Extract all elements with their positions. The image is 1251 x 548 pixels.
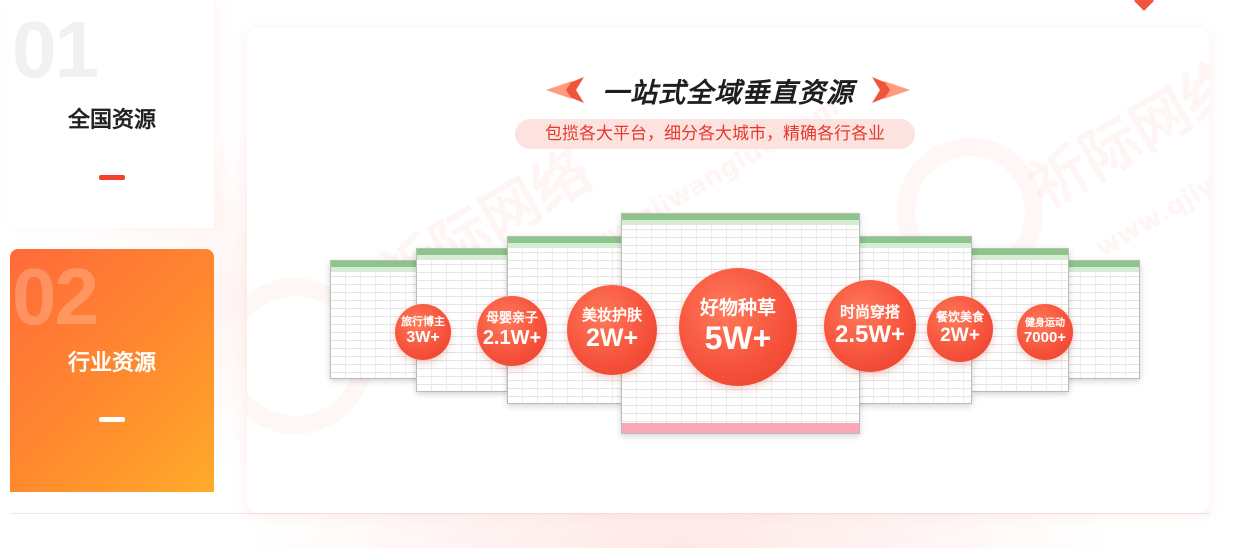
category-label: 好物种草 bbox=[699, 296, 776, 319]
category-label: 时尚穿搭 bbox=[839, 302, 900, 321]
spreadsheet-thumbnail bbox=[1065, 260, 1140, 379]
tab-indicator bbox=[99, 175, 125, 180]
category-bubble-food: 餐饮美食 2W+ bbox=[927, 296, 993, 362]
resource-showcase-card: 祈际网络 祈际网络 www.qjiwangluo.com www.qjiwang… bbox=[247, 28, 1209, 513]
tab-label: 全国资源 bbox=[67, 108, 156, 133]
tab-number: 01 bbox=[12, 5, 99, 94]
title-row: 一站式全域垂直资源 bbox=[247, 70, 1209, 110]
category-bubble-parenting: 母婴亲子 2.1W+ bbox=[477, 296, 547, 366]
arrow-right-icon bbox=[872, 77, 910, 103]
divider bbox=[10, 513, 1210, 514]
category-label: 健身运动 bbox=[1025, 317, 1065, 329]
tab-industry-resources[interactable]: 02 行业资源 bbox=[10, 249, 214, 492]
category-bubble-fitness: 健身运动 7000+ bbox=[1017, 304, 1073, 360]
category-value: 2.5W+ bbox=[834, 320, 906, 348]
category-label: 母婴亲子 bbox=[485, 311, 538, 327]
category-bubble-goods: 好物种草 5W+ bbox=[679, 268, 797, 386]
card-title: 一站式全域垂直资源 bbox=[602, 77, 854, 109]
category-label: 美妆护肤 bbox=[581, 306, 642, 324]
category-label: 餐饮美食 bbox=[935, 310, 984, 325]
category-value: 5W+ bbox=[704, 319, 772, 356]
category-value: 2W+ bbox=[940, 324, 980, 346]
category-value: 2.1W+ bbox=[482, 326, 542, 349]
category-bubble-travel: 旅行博主 3W+ bbox=[395, 304, 451, 360]
category-value: 2W+ bbox=[585, 324, 639, 353]
tab-number: 02 bbox=[12, 252, 99, 341]
category-value: 3W+ bbox=[406, 329, 440, 347]
category-label: 旅行博主 bbox=[401, 315, 445, 329]
category-bubble-beauty: 美妆护肤 2W+ bbox=[567, 285, 657, 375]
tab-national-resources[interactable]: 01 全国资源 bbox=[10, 0, 214, 228]
tab-indicator bbox=[99, 417, 125, 422]
tab-label: 行业资源 bbox=[67, 351, 156, 376]
card-subtitle: 包揽各大平台，细分各大城市，精确各行各业 bbox=[515, 119, 915, 149]
category-value: 7000+ bbox=[1023, 329, 1067, 347]
arrow-left-icon bbox=[546, 77, 584, 103]
category-bubble-fashion: 时尚穿搭 2.5W+ bbox=[824, 280, 916, 372]
